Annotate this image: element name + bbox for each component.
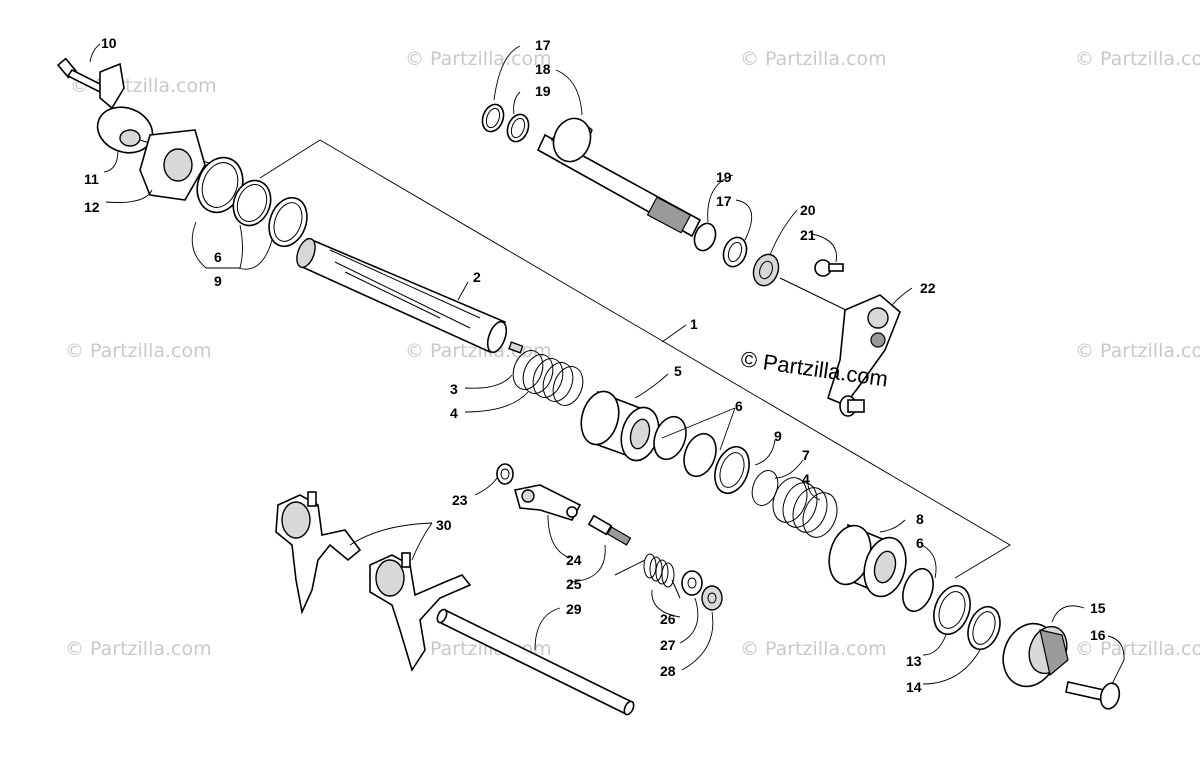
washer-27 (681, 570, 703, 596)
callout-12: 12 (84, 199, 100, 215)
circlip-6-right (902, 567, 934, 613)
washer-23 (496, 463, 514, 485)
callout-25: 25 (566, 576, 582, 592)
callout-27: 27 (660, 637, 676, 653)
circlip-6-mid-b (683, 432, 717, 478)
callout-4: 4 (802, 471, 810, 487)
washer-9-mid (714, 445, 750, 495)
collar-8 (828, 523, 907, 598)
callout-26: 26 (660, 611, 676, 627)
callout-6: 6 (214, 249, 222, 265)
shift-shaft-18 (481, 103, 702, 238)
callout-19: 19 (716, 169, 732, 185)
watermark: © Partzilla.com (1075, 48, 1200, 70)
spring-4-left (512, 350, 584, 406)
shift-fork-30-left (275, 491, 362, 615)
circlip-6-mid-a (653, 415, 687, 461)
watermark: © Partzilla.com (1075, 638, 1200, 660)
watermark: © Partzilla.com (740, 638, 887, 660)
callout-2: 2 (473, 269, 481, 285)
callout-6: 6 (735, 398, 743, 414)
callout-13: 13 (906, 653, 922, 669)
assembly-bracket (259, 139, 1011, 579)
shift-segment-15 (1002, 622, 1069, 688)
callout-5: 5 (674, 363, 682, 379)
callout-28: 28 (660, 663, 676, 679)
pin-25 (587, 514, 632, 546)
watermark: © Partzilla.com (65, 340, 212, 362)
callout-17: 17 (535, 37, 551, 53)
watermarks: © Partzilla.com © Partzilla.com © Partzi… (65, 48, 1200, 660)
washer-17-right (722, 236, 748, 268)
callout-15: 15 (1090, 600, 1106, 616)
callout-22: 22 (920, 280, 936, 296)
callout-18: 18 (535, 61, 551, 77)
stopper-arm-24 (513, 484, 582, 521)
shift-fork-30-right (369, 552, 472, 672)
callout-9: 9 (774, 428, 782, 444)
callout-24: 24 (566, 552, 582, 568)
fork-shaft-29 (436, 608, 635, 716)
watermark: © Partzilla.com (405, 48, 552, 70)
clip-7 (751, 470, 779, 506)
callout-1: 1 (690, 316, 698, 332)
callout-8: 8 (916, 511, 924, 527)
oil-seal-20 (752, 253, 780, 287)
callout-11: 11 (84, 171, 99, 187)
bolt-16 (1065, 681, 1121, 710)
watermark: © Partzilla.com (65, 638, 212, 660)
callout-3: 3 (450, 381, 458, 397)
callout-20: 20 (800, 202, 816, 218)
nut-28 (701, 585, 723, 611)
callout-7: 7 (802, 447, 810, 463)
shift-arm-22 (827, 294, 901, 417)
callout-23: 23 (452, 492, 468, 508)
washer-14 (967, 605, 1001, 651)
bolt-21 (814, 259, 844, 277)
plate-12 (139, 129, 206, 201)
washer-13 (933, 584, 971, 636)
callout-21: 21 (800, 227, 816, 243)
spring-26 (614, 553, 681, 599)
callout-14: 14 (906, 679, 922, 695)
watermark: © Partzilla.com (740, 48, 887, 70)
callout-6: 6 (916, 535, 924, 551)
callout-16: 16 (1090, 627, 1106, 643)
collar-5 (580, 390, 660, 462)
callout-29: 29 (566, 601, 582, 617)
washer-9-upper (268, 196, 308, 248)
leader-lines (89, 43, 1125, 685)
callout-17: 17 (716, 193, 732, 209)
washer-19-right (693, 222, 717, 252)
callout-4: 4 (450, 405, 458, 421)
callout-30: 30 (436, 517, 452, 533)
callouts: 10 11 12 6 9 2 1 3 4 5 6 9 7 4 8 6 13 14… (84, 35, 1106, 695)
callout-19: 19 (535, 83, 551, 99)
shift-drum (296, 237, 524, 354)
callout-9: 9 (214, 273, 222, 289)
callout-10: 10 (101, 35, 117, 51)
watermark: © Partzilla.com (1075, 340, 1200, 362)
